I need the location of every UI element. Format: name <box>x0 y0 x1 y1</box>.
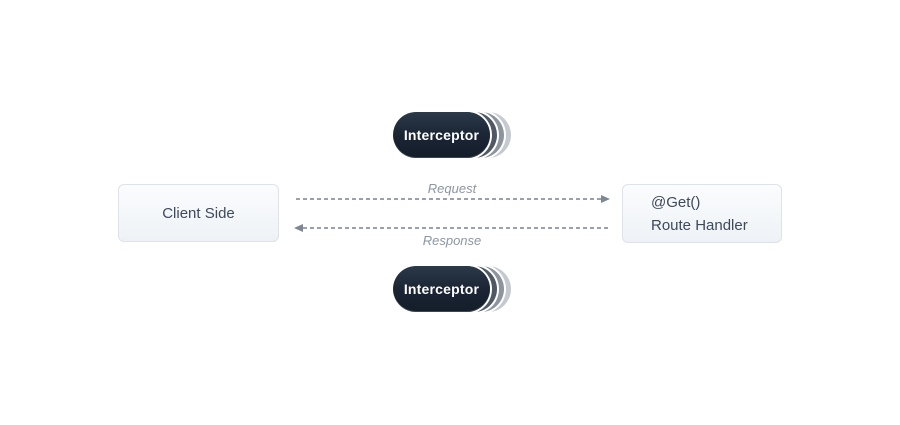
response-label: Response <box>422 233 482 248</box>
client-side-box: Client Side <box>118 184 279 242</box>
request-arrow <box>296 195 610 203</box>
interceptor-stack-top: Interceptor <box>393 112 511 158</box>
interceptor-pill-top: Interceptor <box>393 112 490 158</box>
route-handler-name: Route Handler <box>651 216 748 234</box>
interceptor-stack-bottom: Interceptor <box>393 266 511 312</box>
route-handler-box: @Get() Route Handler <box>622 184 782 243</box>
request-label: Request <box>427 181 477 196</box>
route-handler-decorator: @Get() <box>651 193 701 211</box>
arrowhead-left-icon <box>294 224 303 232</box>
response-arrow <box>294 224 608 232</box>
arrowhead-right-icon <box>601 195 610 203</box>
interceptor-pill-bottom: Interceptor <box>393 266 490 312</box>
client-side-label: Client Side <box>162 204 235 222</box>
